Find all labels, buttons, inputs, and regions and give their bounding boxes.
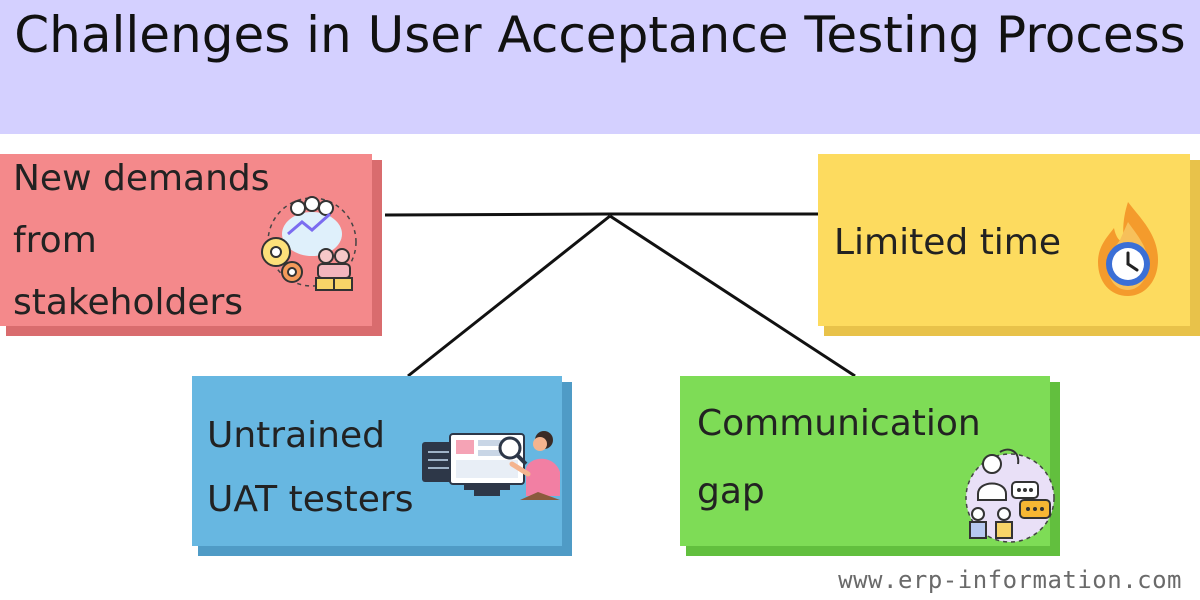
testers-label-line2: UAT testers — [207, 479, 414, 520]
title-band — [0, 0, 1200, 134]
page-title: Challenges in User Acceptance Testing Pr… — [14, 6, 1186, 64]
stopwatch-flame-icon — [1098, 202, 1158, 296]
communication-label-line1: Communication — [697, 403, 981, 444]
watermark: www.erp-information.com — [838, 566, 1182, 594]
people-chat-icon — [965, 448, 1055, 543]
limited-time-label: Limited time — [834, 222, 1062, 263]
tester-computer-icon — [422, 431, 560, 500]
challenge-box-limited-time: Limited time — [818, 154, 1200, 338]
challenge-box-testers: Untrained UAT testers — [192, 376, 576, 558]
stakeholders-label-line3: stakeholders — [13, 282, 244, 323]
stakeholders-label-line1: New demands — [13, 158, 270, 199]
connector-testers — [407, 214, 611, 378]
challenge-box-stakeholders: New demands from stakeholders — [0, 154, 384, 338]
connector-stakeholders — [384, 212, 611, 217]
testers-label-line1: Untrained — [207, 415, 385, 456]
connector-communication — [609, 214, 856, 378]
challenge-box-communication: Communication gap — [680, 376, 1064, 558]
stakeholders-label-line2: from — [13, 220, 97, 261]
stakeholders-icon — [261, 196, 357, 291]
communication-label-line2: gap — [697, 471, 765, 512]
